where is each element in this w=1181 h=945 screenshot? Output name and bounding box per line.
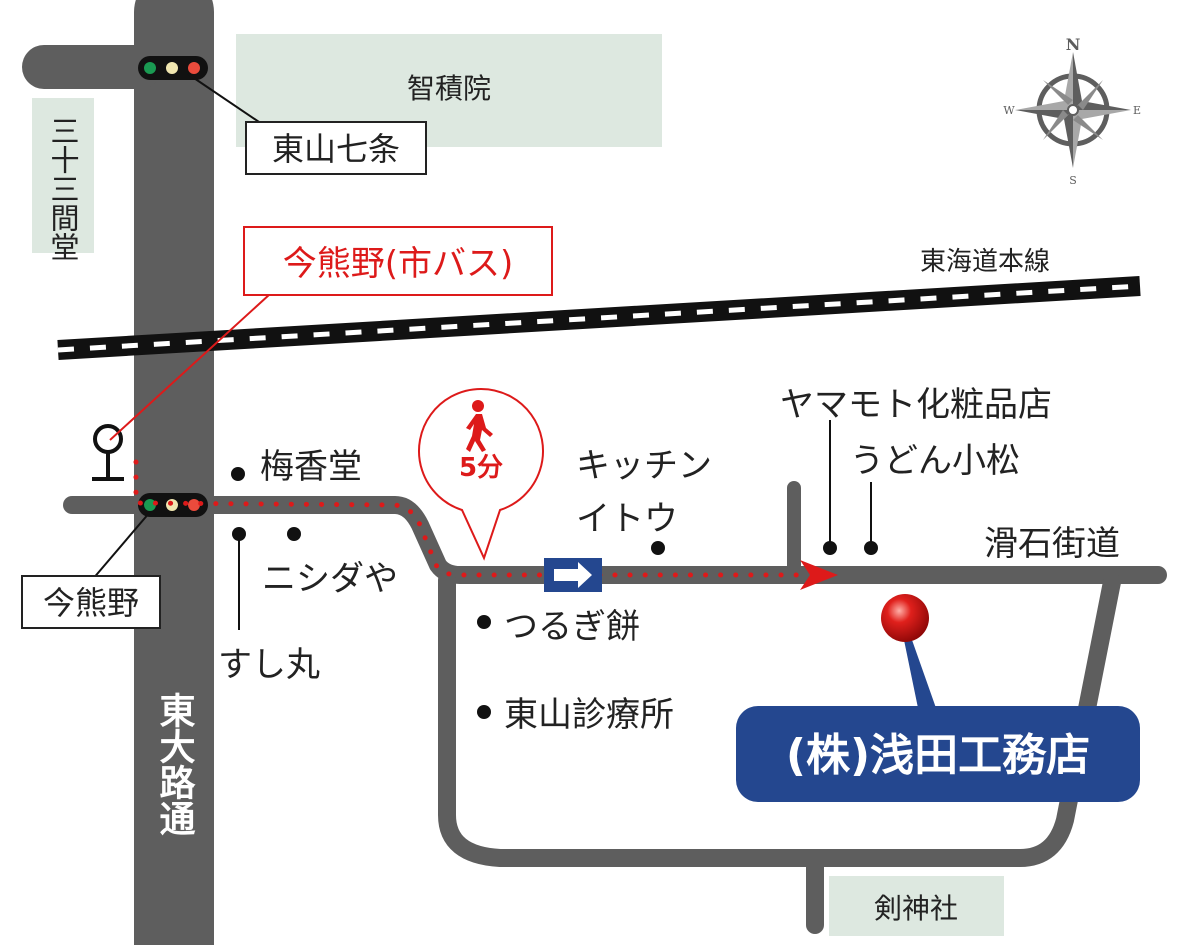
destination-box xyxy=(736,706,1140,802)
shop-tsurugimochi: つるぎ餅 xyxy=(504,607,640,647)
higashiyama-shichijo-label: 東山七条 xyxy=(272,130,400,168)
shop-umekado: 梅香堂 xyxy=(260,447,362,487)
traffic-signal-icon xyxy=(138,56,208,80)
walking-route xyxy=(133,459,811,578)
tsurugi-jinja-label: 剣神社 xyxy=(874,892,958,925)
walk-time-label: 5分 xyxy=(459,453,503,483)
compass-n: N xyxy=(1066,35,1081,54)
shop-marker xyxy=(823,541,837,555)
walking-person-icon xyxy=(466,400,493,452)
shop-marker xyxy=(231,467,245,481)
road-network xyxy=(22,0,1167,945)
compass-s: S xyxy=(1069,174,1077,187)
destination-label: (株)浅田工務店 xyxy=(786,730,1090,781)
bus-stop-icon xyxy=(92,424,124,481)
imagumano-box xyxy=(21,575,161,629)
walk-time-balloon xyxy=(418,387,544,561)
shop-marker xyxy=(477,705,491,719)
shop-marker xyxy=(287,527,301,541)
bus-stop-box xyxy=(243,226,553,296)
sanjusangendo-label: 三十三間堂 xyxy=(46,116,80,261)
chishakuin-label: 智積院 xyxy=(407,72,491,105)
loop-road xyxy=(438,571,1121,867)
shop-marker xyxy=(651,541,665,555)
compass-e: E xyxy=(1133,104,1141,117)
direction-arrow-icon xyxy=(544,558,602,592)
shop-nishidaya: ニシダや xyxy=(262,559,398,599)
tokaido-railway xyxy=(57,276,1141,360)
shop-udon: うどん小松 xyxy=(850,441,1020,481)
shop-kitchen-line2: イトウ xyxy=(576,499,678,539)
tsurugi-jinja-area xyxy=(829,876,1004,936)
sanjusangendo-area xyxy=(32,98,94,253)
bus-stop-label: 今熊野(市バス) xyxy=(283,244,514,284)
shop-marker xyxy=(864,541,878,555)
shop-marker xyxy=(232,527,246,541)
shop-clinic: 東山診療所 xyxy=(504,695,674,735)
tokaido-label: 東海道本線 xyxy=(920,247,1050,277)
imagumano-label: 今熊野 xyxy=(43,584,139,622)
compass-w: W xyxy=(1003,104,1015,117)
shop-sushimaru: すし丸 xyxy=(218,645,320,685)
route-arrow-icon xyxy=(800,560,838,590)
higashioji-label: 東大路通 xyxy=(154,692,196,836)
shop-yamamoto: ヤマモト化粧品店 xyxy=(780,385,1052,425)
compass-rose-icon: N S E W xyxy=(1003,35,1141,187)
higashiyama-shichijo-box xyxy=(245,121,427,175)
location-pin-icon xyxy=(881,594,929,642)
shop-kitchen-line1: キッチン xyxy=(576,446,712,486)
shop-marker xyxy=(477,615,491,629)
nameishi-label: 滑石街道 xyxy=(984,524,1120,564)
